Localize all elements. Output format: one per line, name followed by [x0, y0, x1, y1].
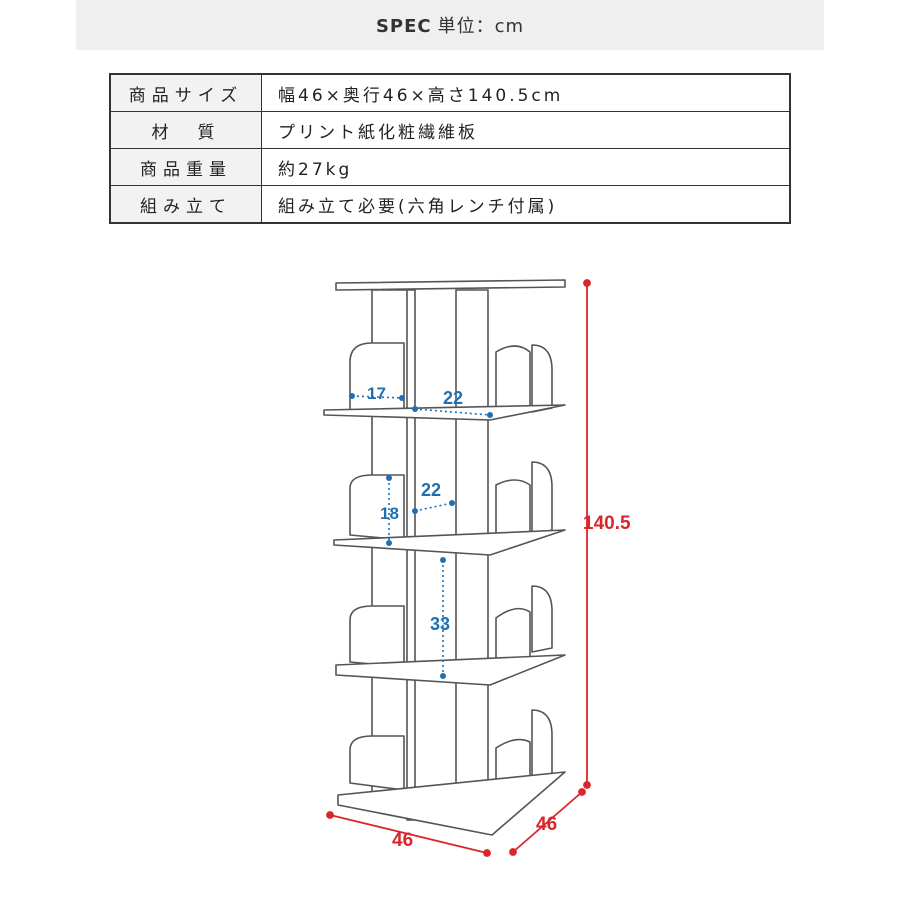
width-dim-line: [329, 814, 488, 854]
overall-dimensions: [326, 279, 591, 857]
slot-width-line: [351, 395, 403, 399]
dim-endpoint: [509, 848, 517, 856]
dim-endpoints: [349, 393, 493, 679]
bottom-shelf: [337, 771, 566, 836]
top-board: [335, 279, 566, 291]
inner-depth-line: [414, 502, 453, 512]
shelf: [323, 404, 566, 421]
spec-key: 材 質: [109, 111, 262, 149]
slot-width-label: 17: [367, 384, 386, 403]
bookend: [349, 605, 405, 668]
spec-key: 組み立て: [109, 185, 262, 224]
dim-endpoint: [578, 788, 586, 796]
bookend: [349, 474, 405, 541]
bookend: [495, 345, 531, 419]
side-board: [531, 461, 553, 536]
side-board: [531, 344, 553, 413]
divider-height-label: 18: [380, 504, 399, 523]
dim-endpoint: [583, 781, 591, 789]
shelf: [335, 654, 566, 686]
bookend: [349, 342, 405, 411]
inner-depth-label: 22: [421, 480, 441, 500]
shelf-height-label: 33: [430, 614, 450, 634]
dim-endpoint: [483, 849, 491, 857]
height-label: 140.5: [583, 513, 631, 534]
dim-endpoint: [583, 279, 591, 287]
bookend: [495, 479, 531, 549]
shelf: [333, 529, 566, 556]
internal-dimensions: [351, 395, 491, 676]
table-row: 組み立て 組み立て必要(六角レンチ付属): [109, 185, 791, 224]
width-label: 46: [392, 830, 413, 851]
top-depth-label: 22: [443, 388, 463, 408]
spec-value: 組み立て必要(六角レンチ付属): [261, 185, 791, 224]
spec-value: 約27kg: [261, 148, 791, 186]
depth-label: 46: [536, 814, 557, 835]
table-row: 材 質 プリント紙化粧繊維板: [109, 111, 791, 149]
bookend: [349, 735, 405, 791]
side-board: [531, 709, 553, 781]
bookshelf-drawing: [323, 279, 566, 836]
bookend: [495, 607, 531, 669]
depth-dim-line: [512, 791, 583, 853]
dim-endpoint: [326, 811, 334, 819]
side-board: [531, 585, 553, 653]
spec-table: 商品サイズ 幅46×奥行46×高さ140.5cm 材 質 プリント紙化粧繊維板 …: [109, 73, 791, 224]
center-divider: [406, 289, 416, 821]
table-row: 商品重量 約27kg: [109, 148, 791, 186]
spec-key: 商品重量: [109, 148, 262, 186]
